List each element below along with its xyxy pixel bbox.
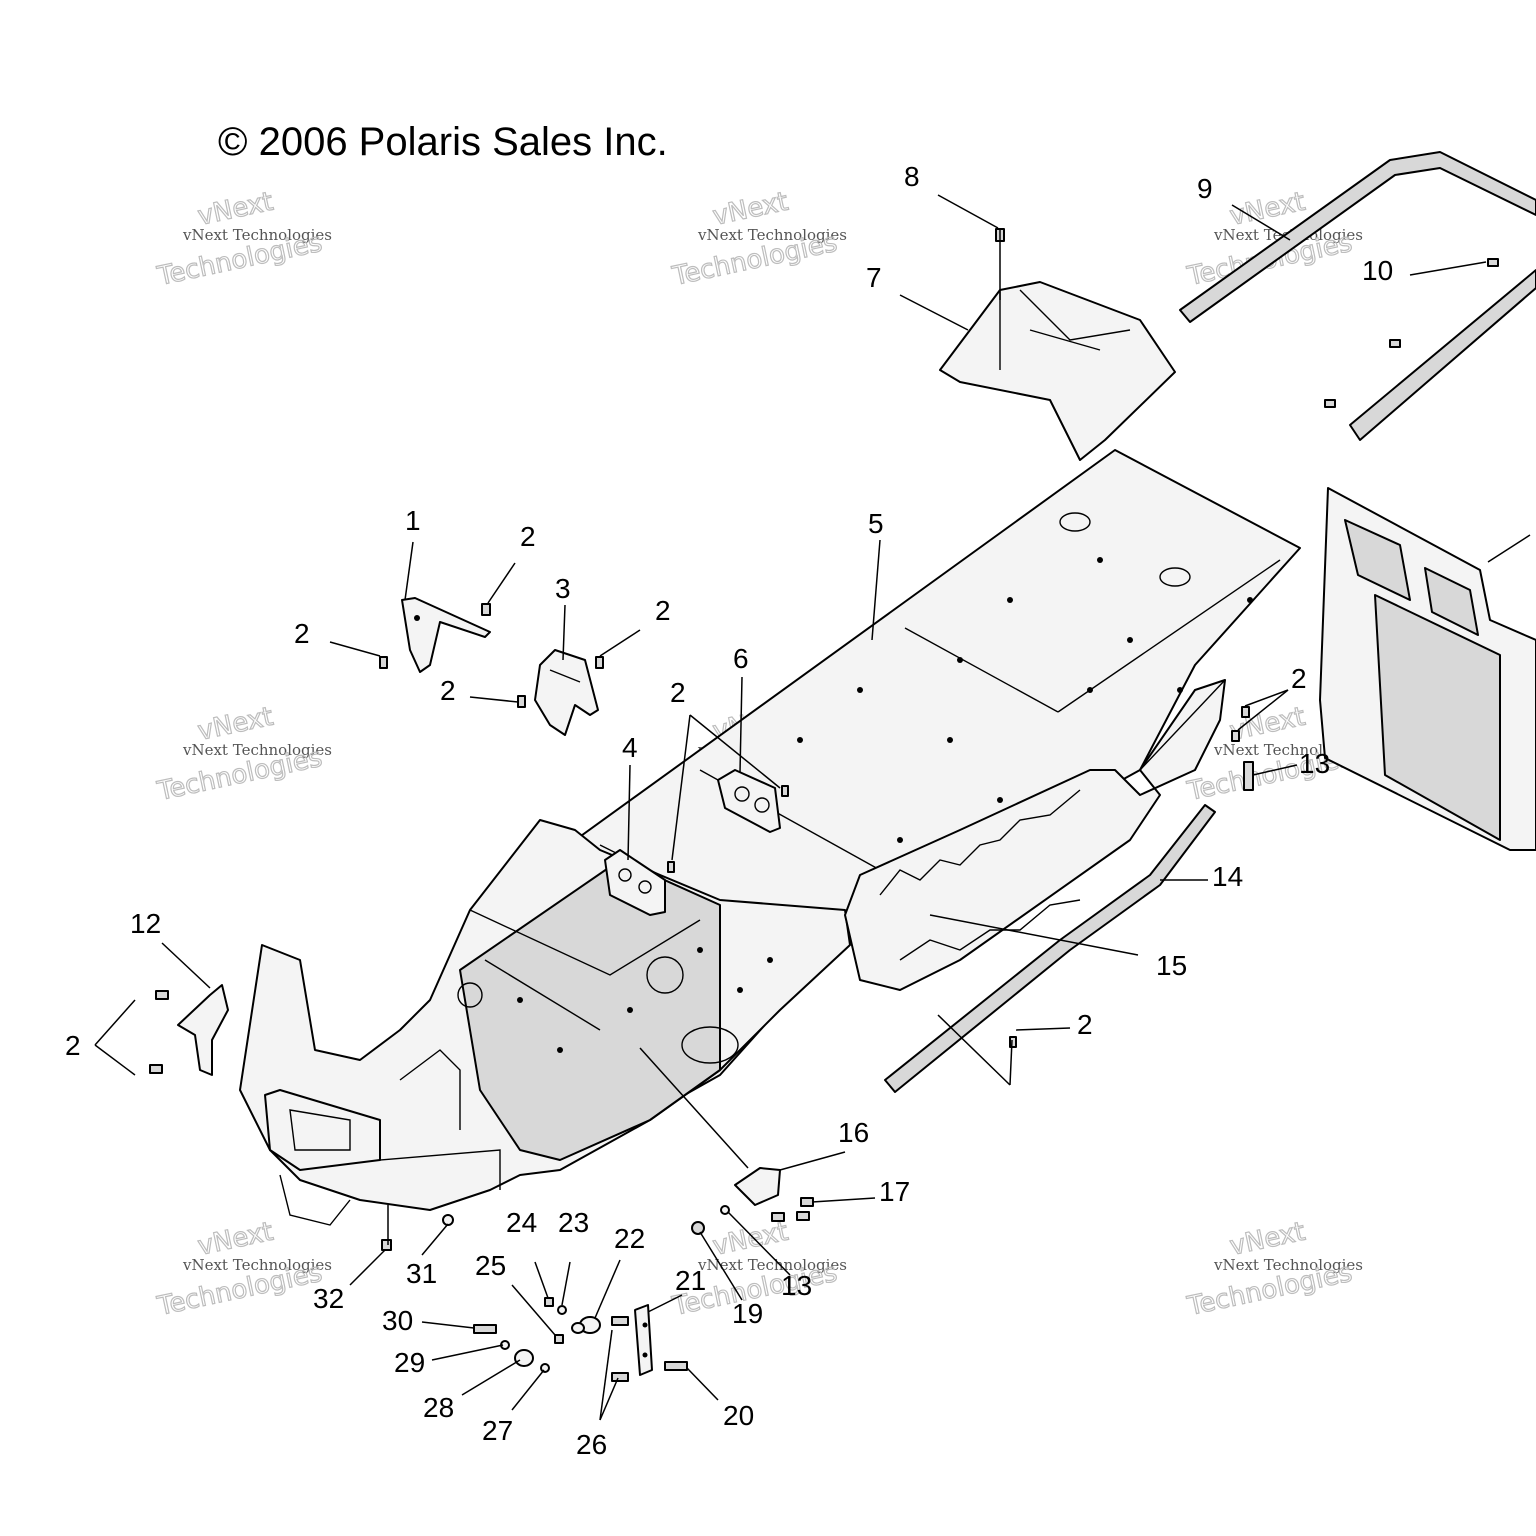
bracket-part-3 — [534, 649, 599, 736]
svg-text:vNext Technologies: vNext Technologies — [182, 1256, 332, 1274]
callout-4: 4 — [622, 732, 638, 763]
callout-23: 23 — [558, 1207, 589, 1238]
callout-2: 2 — [294, 618, 310, 649]
callout-10: 10 — [1362, 255, 1393, 286]
callout-25: 25 — [475, 1250, 506, 1281]
callout-20: 20 — [723, 1400, 754, 1431]
copyright-notice: © 2006 Polaris Sales Inc. — [218, 120, 668, 164]
callout-19: 19 — [732, 1298, 763, 1329]
callout-2: 2 — [520, 521, 536, 552]
callout-9: 9 — [1197, 173, 1213, 204]
callout-1: 1 — [405, 505, 421, 536]
callout-27: 27 — [482, 1415, 513, 1446]
callout-22: 22 — [614, 1223, 645, 1254]
callout-15: 15 — [1156, 950, 1187, 981]
svg-text:vNext Technologies: vNext Technologies — [182, 226, 332, 244]
callout-8: 8 — [904, 161, 920, 192]
watermark-bottom-right: vNext vNext Technologies Technologies — [1184, 1216, 1363, 1323]
svg-text:vNext Technologies: vNext Technologies — [1213, 1256, 1363, 1274]
callout-2: 2 — [655, 595, 671, 626]
callout-29: 29 — [394, 1347, 425, 1378]
dash-part-7 — [939, 281, 1176, 461]
callout-6: 6 — [733, 643, 749, 674]
callout-21: 21 — [675, 1265, 706, 1296]
callout-31: 31 — [406, 1258, 437, 1289]
bracket-part-1 — [401, 597, 491, 673]
callout-32: 32 — [313, 1283, 344, 1314]
callout-numbers: 1 2 2 3 2 2 5 6 2 4 8 7 9 10 2 13 14 15 … — [65, 161, 1393, 1460]
watermark-top-left: vNext vNext Technologies Technologies — [154, 186, 332, 293]
svg-text:vNext Technologies: vNext Technologies — [697, 1256, 847, 1274]
callout-24: 24 — [506, 1207, 537, 1238]
callout-2: 2 — [1291, 663, 1307, 694]
bracket-part-21 — [634, 1304, 653, 1376]
bumper-part-22 — [571, 1316, 601, 1334]
watermark-bottom-left: vNext vNext Technologies Technologies — [154, 1216, 332, 1323]
watermark-mid-left: vNext vNext Technologies Technologies — [154, 701, 332, 808]
watermark-top-center: vNext vNext Technologies Technologies — [669, 186, 847, 293]
bracket-part-6 — [717, 769, 781, 833]
callout-5: 5 — [868, 508, 884, 539]
callout-2: 2 — [1077, 1009, 1093, 1040]
callout-2: 2 — [670, 677, 686, 708]
callout-28: 28 — [423, 1392, 454, 1423]
svg-text:vNext Technologies: vNext Technologies — [697, 226, 847, 244]
callout-3: 3 — [555, 573, 571, 604]
callout-30: 30 — [382, 1305, 413, 1336]
leader-lines — [94, 194, 1531, 1421]
bracket-part-16 — [734, 1167, 781, 1206]
side-panel-right — [1319, 487, 1536, 851]
bracket-part-12 — [177, 984, 229, 1076]
bumper-part-28 — [514, 1349, 534, 1367]
running-board-part-15 — [844, 679, 1226, 991]
callout-17: 17 — [879, 1176, 910, 1207]
callout-14: 14 — [1212, 861, 1243, 892]
bracket-part-4 — [604, 849, 666, 916]
callout-12: 12 — [130, 908, 161, 939]
front-chassis — [239, 819, 851, 1226]
callout-26: 26 — [576, 1429, 607, 1460]
svg-text:vNext Technologies: vNext Technologies — [182, 741, 332, 759]
tube-part-9 — [1179, 151, 1536, 441]
callout-2: 2 — [440, 675, 456, 706]
callout-13: 13 — [781, 1270, 812, 1301]
rail-part-14 — [884, 804, 1216, 1093]
callout-2: 2 — [65, 1030, 81, 1061]
callout-16: 16 — [838, 1117, 869, 1148]
callout-13: 13 — [1299, 748, 1330, 779]
callout-7: 7 — [866, 262, 882, 293]
